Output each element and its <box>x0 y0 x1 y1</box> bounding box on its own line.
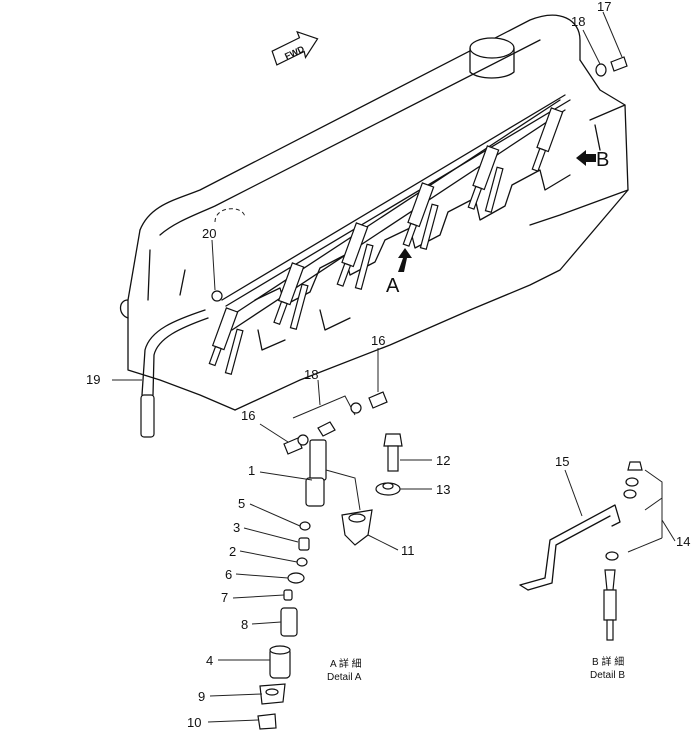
callout-10: 10 <box>187 715 201 730</box>
detail-b-parts <box>519 461 663 641</box>
detail-b-jp: B 詳 細 <box>592 655 624 668</box>
callout-11: 11 <box>401 543 415 558</box>
detail-a-en: Detail A <box>327 672 362 683</box>
callout-numbers: 17 18 20 19 16 18 16 1 5 3 2 6 7 8 4 9 1… <box>86 0 690 730</box>
view-a-marker: A <box>386 275 400 297</box>
callout-20: 20 <box>202 226 216 241</box>
callout-14: 14 <box>676 534 690 549</box>
callout-7: 7 <box>221 590 228 605</box>
detail-a-caption: A 詳 細 Detail A <box>327 657 362 683</box>
detail-b-en: Detail B <box>590 670 625 681</box>
callout-1: 1 <box>248 463 255 478</box>
callout-15: 15 <box>555 454 569 469</box>
callout-6: 6 <box>225 567 232 582</box>
view-arrow-a: A <box>386 248 412 297</box>
return-hose <box>140 309 209 438</box>
callout-16-right: 16 <box>371 333 385 348</box>
view-b-marker: B <box>596 149 609 171</box>
callout-5: 5 <box>238 496 245 511</box>
leader-lines <box>112 11 676 723</box>
callout-8: 8 <box>241 617 248 632</box>
detail-a-parts <box>257 391 403 730</box>
cylinder-head-cover <box>119 14 629 411</box>
callout-4: 4 <box>206 653 213 668</box>
detail-b-caption: B 詳 細 Detail B <box>590 655 625 681</box>
callout-17: 17 <box>597 0 611 14</box>
callout-16-left: 16 <box>241 408 255 423</box>
callout-18-top: 18 <box>571 14 585 29</box>
callout-3: 3 <box>233 520 240 535</box>
part-20-clip <box>211 290 223 302</box>
installed-injectors <box>208 107 564 375</box>
callout-19: 19 <box>86 372 100 387</box>
detail-a-jp: A 詳 細 <box>330 657 362 670</box>
callout-2: 2 <box>229 544 236 559</box>
fuel-return-rail <box>221 94 571 307</box>
part-17-18 <box>595 56 628 77</box>
callout-12: 12 <box>436 453 450 468</box>
view-arrow-b: B <box>576 149 609 171</box>
callout-18-mid: 18 <box>304 367 318 382</box>
forward-arrow: FWD <box>271 30 319 66</box>
callout-9: 9 <box>198 689 205 704</box>
callout-13: 13 <box>436 482 450 497</box>
